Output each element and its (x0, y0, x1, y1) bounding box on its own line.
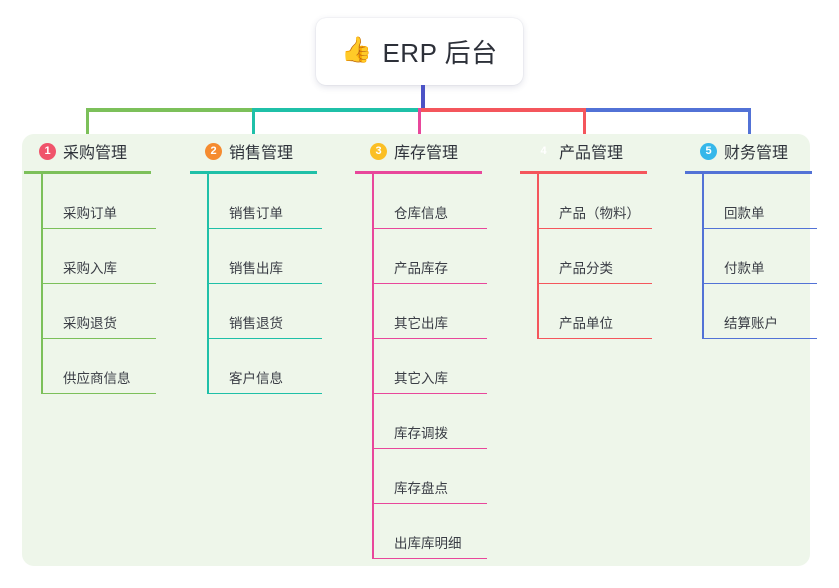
branch-item[interactable]: 销售退货 (209, 284, 322, 339)
branch-column-4: 4 产品管理产品（物料） 产品分类产品单位 (520, 134, 670, 339)
branch-item-label: 产品分类 (559, 261, 613, 276)
branch-item-list: 回款单付款单结算账户 (702, 174, 817, 339)
branch-header[interactable]: 2 销售管理 (190, 134, 340, 168)
branch-item-label: 仓库信息 (394, 206, 448, 221)
branch-item[interactable]: 库存盘点 (374, 449, 487, 504)
branch-title: 销售管理 (229, 145, 294, 162)
branch-item-label: 出库库明细 (394, 536, 462, 551)
branch-item-label: 供应商信息 (63, 371, 131, 386)
branch-item[interactable]: 其它入库 (374, 339, 487, 394)
branch-item-label: 付款单 (724, 261, 765, 276)
branch-underline (190, 171, 317, 174)
branch-item-label: 采购订单 (63, 206, 117, 221)
thumbs-up-icon: 👍 (341, 36, 373, 64)
branch-underline (685, 171, 812, 174)
connector-drop (86, 108, 89, 136)
branch-header[interactable]: 5 财务管理 (685, 134, 835, 168)
branch-item-label: 销售出库 (229, 261, 283, 276)
branch-item-list: 仓库信息产品库存其它出库其它入库库存调拨库存盘点出库库明细 (372, 174, 487, 559)
branch-title: 采购管理 (63, 145, 128, 162)
branch-index-badge: 2 (205, 142, 222, 160)
connector-drop (748, 108, 751, 136)
branch-item[interactable]: 采购退货 (43, 284, 156, 339)
branch-item[interactable]: 供应商信息 (43, 339, 156, 394)
branch-item[interactable]: 出库库明细 (374, 504, 487, 559)
branch-item[interactable]: 库存调拨 (374, 394, 487, 449)
branch-column-5: 5 财务管理回款单付款单结算账户 (685, 134, 835, 339)
branch-item[interactable]: 付款单 (704, 229, 817, 284)
branch-item-list: 销售订单销售出库销售退货客户信息 (207, 174, 322, 394)
branch-index-badge: 5 (700, 142, 717, 160)
branch-item-label: 其它入库 (394, 371, 448, 386)
branch-header[interactable]: 3 库存管理 (355, 134, 505, 168)
branch-item-label: 结算账户 (724, 316, 778, 331)
branch-item[interactable]: 采购入库 (43, 229, 156, 284)
connector-drop (583, 108, 586, 136)
branch-item-label: 其它出库 (394, 316, 448, 331)
connector-segment (583, 108, 748, 112)
root-title: ERP 后台 (382, 38, 498, 68)
connector-segment (252, 108, 418, 112)
branch-item-label: 销售订单 (229, 206, 283, 221)
root-connector-stem (421, 85, 425, 111)
branch-item-label: 产品（物料） (559, 206, 640, 221)
branch-item[interactable]: 其它出库 (374, 284, 487, 339)
branch-item-label: 回款单 (724, 206, 765, 221)
branch-column-2: 2 销售管理销售订单销售出库销售退货客户信息 (190, 134, 340, 394)
connector-segment (418, 108, 583, 112)
connector-drop (252, 108, 255, 136)
branch-item-label: 采购入库 (63, 261, 117, 276)
branch-item-label: 产品库存 (394, 261, 448, 276)
branch-item[interactable]: 销售订单 (209, 174, 322, 229)
branch-item-label: 客户信息 (229, 371, 283, 386)
connector-drop (418, 108, 421, 136)
branch-item[interactable]: 产品分类 (539, 229, 652, 284)
branch-item-list: 产品（物料） 产品分类产品单位 (537, 174, 652, 339)
branch-header[interactable]: 4 产品管理 (520, 134, 670, 168)
branch-index-badge: 3 (370, 142, 387, 160)
branch-underline (520, 171, 647, 174)
branch-item-label: 采购退货 (63, 316, 117, 331)
branch-column-1: 1 采购管理采购订单采购入库采购退货供应商信息 (24, 134, 174, 394)
branch-column-3: 3 库存管理仓库信息产品库存其它出库其它入库库存调拨库存盘点出库库明细 (355, 134, 505, 559)
branch-title: 产品管理 (559, 145, 624, 162)
branch-item[interactable]: 产品库存 (374, 229, 487, 284)
branch-underline (24, 171, 151, 174)
branch-item-label: 库存盘点 (394, 481, 448, 496)
branch-header[interactable]: 1 采购管理 (24, 134, 174, 168)
branch-item[interactable]: 回款单 (704, 174, 817, 229)
branch-index-badge: 4 (540, 144, 547, 157)
branch-title: 库存管理 (394, 145, 459, 162)
branch-item-label: 销售退货 (229, 316, 283, 331)
branch-item[interactable]: 仓库信息 (374, 174, 487, 229)
branch-item-list: 采购订单采购入库采购退货供应商信息 (41, 174, 156, 394)
branch-item[interactable]: 产品（物料） (539, 174, 652, 229)
branch-item-label: 库存调拨 (394, 426, 448, 441)
branch-item-label: 产品单位 (559, 316, 613, 331)
branch-item[interactable]: 销售出库 (209, 229, 322, 284)
branch-index-badge: 1 (39, 142, 56, 160)
branch-title: 财务管理 (724, 145, 789, 162)
branch-item[interactable]: 客户信息 (209, 339, 322, 394)
branches-panel: 1 采购管理采购订单采购入库采购退货供应商信息 2 销售管理销售订单销售出库销售退货客… (22, 134, 817, 566)
branch-underline (355, 171, 482, 174)
root-node[interactable]: 👍 ERP 后台 (316, 18, 523, 85)
branch-item[interactable]: 产品单位 (539, 284, 652, 339)
connector-segment (86, 108, 252, 112)
branch-item[interactable]: 结算账户 (704, 284, 817, 339)
branch-item[interactable]: 采购订单 (43, 174, 156, 229)
